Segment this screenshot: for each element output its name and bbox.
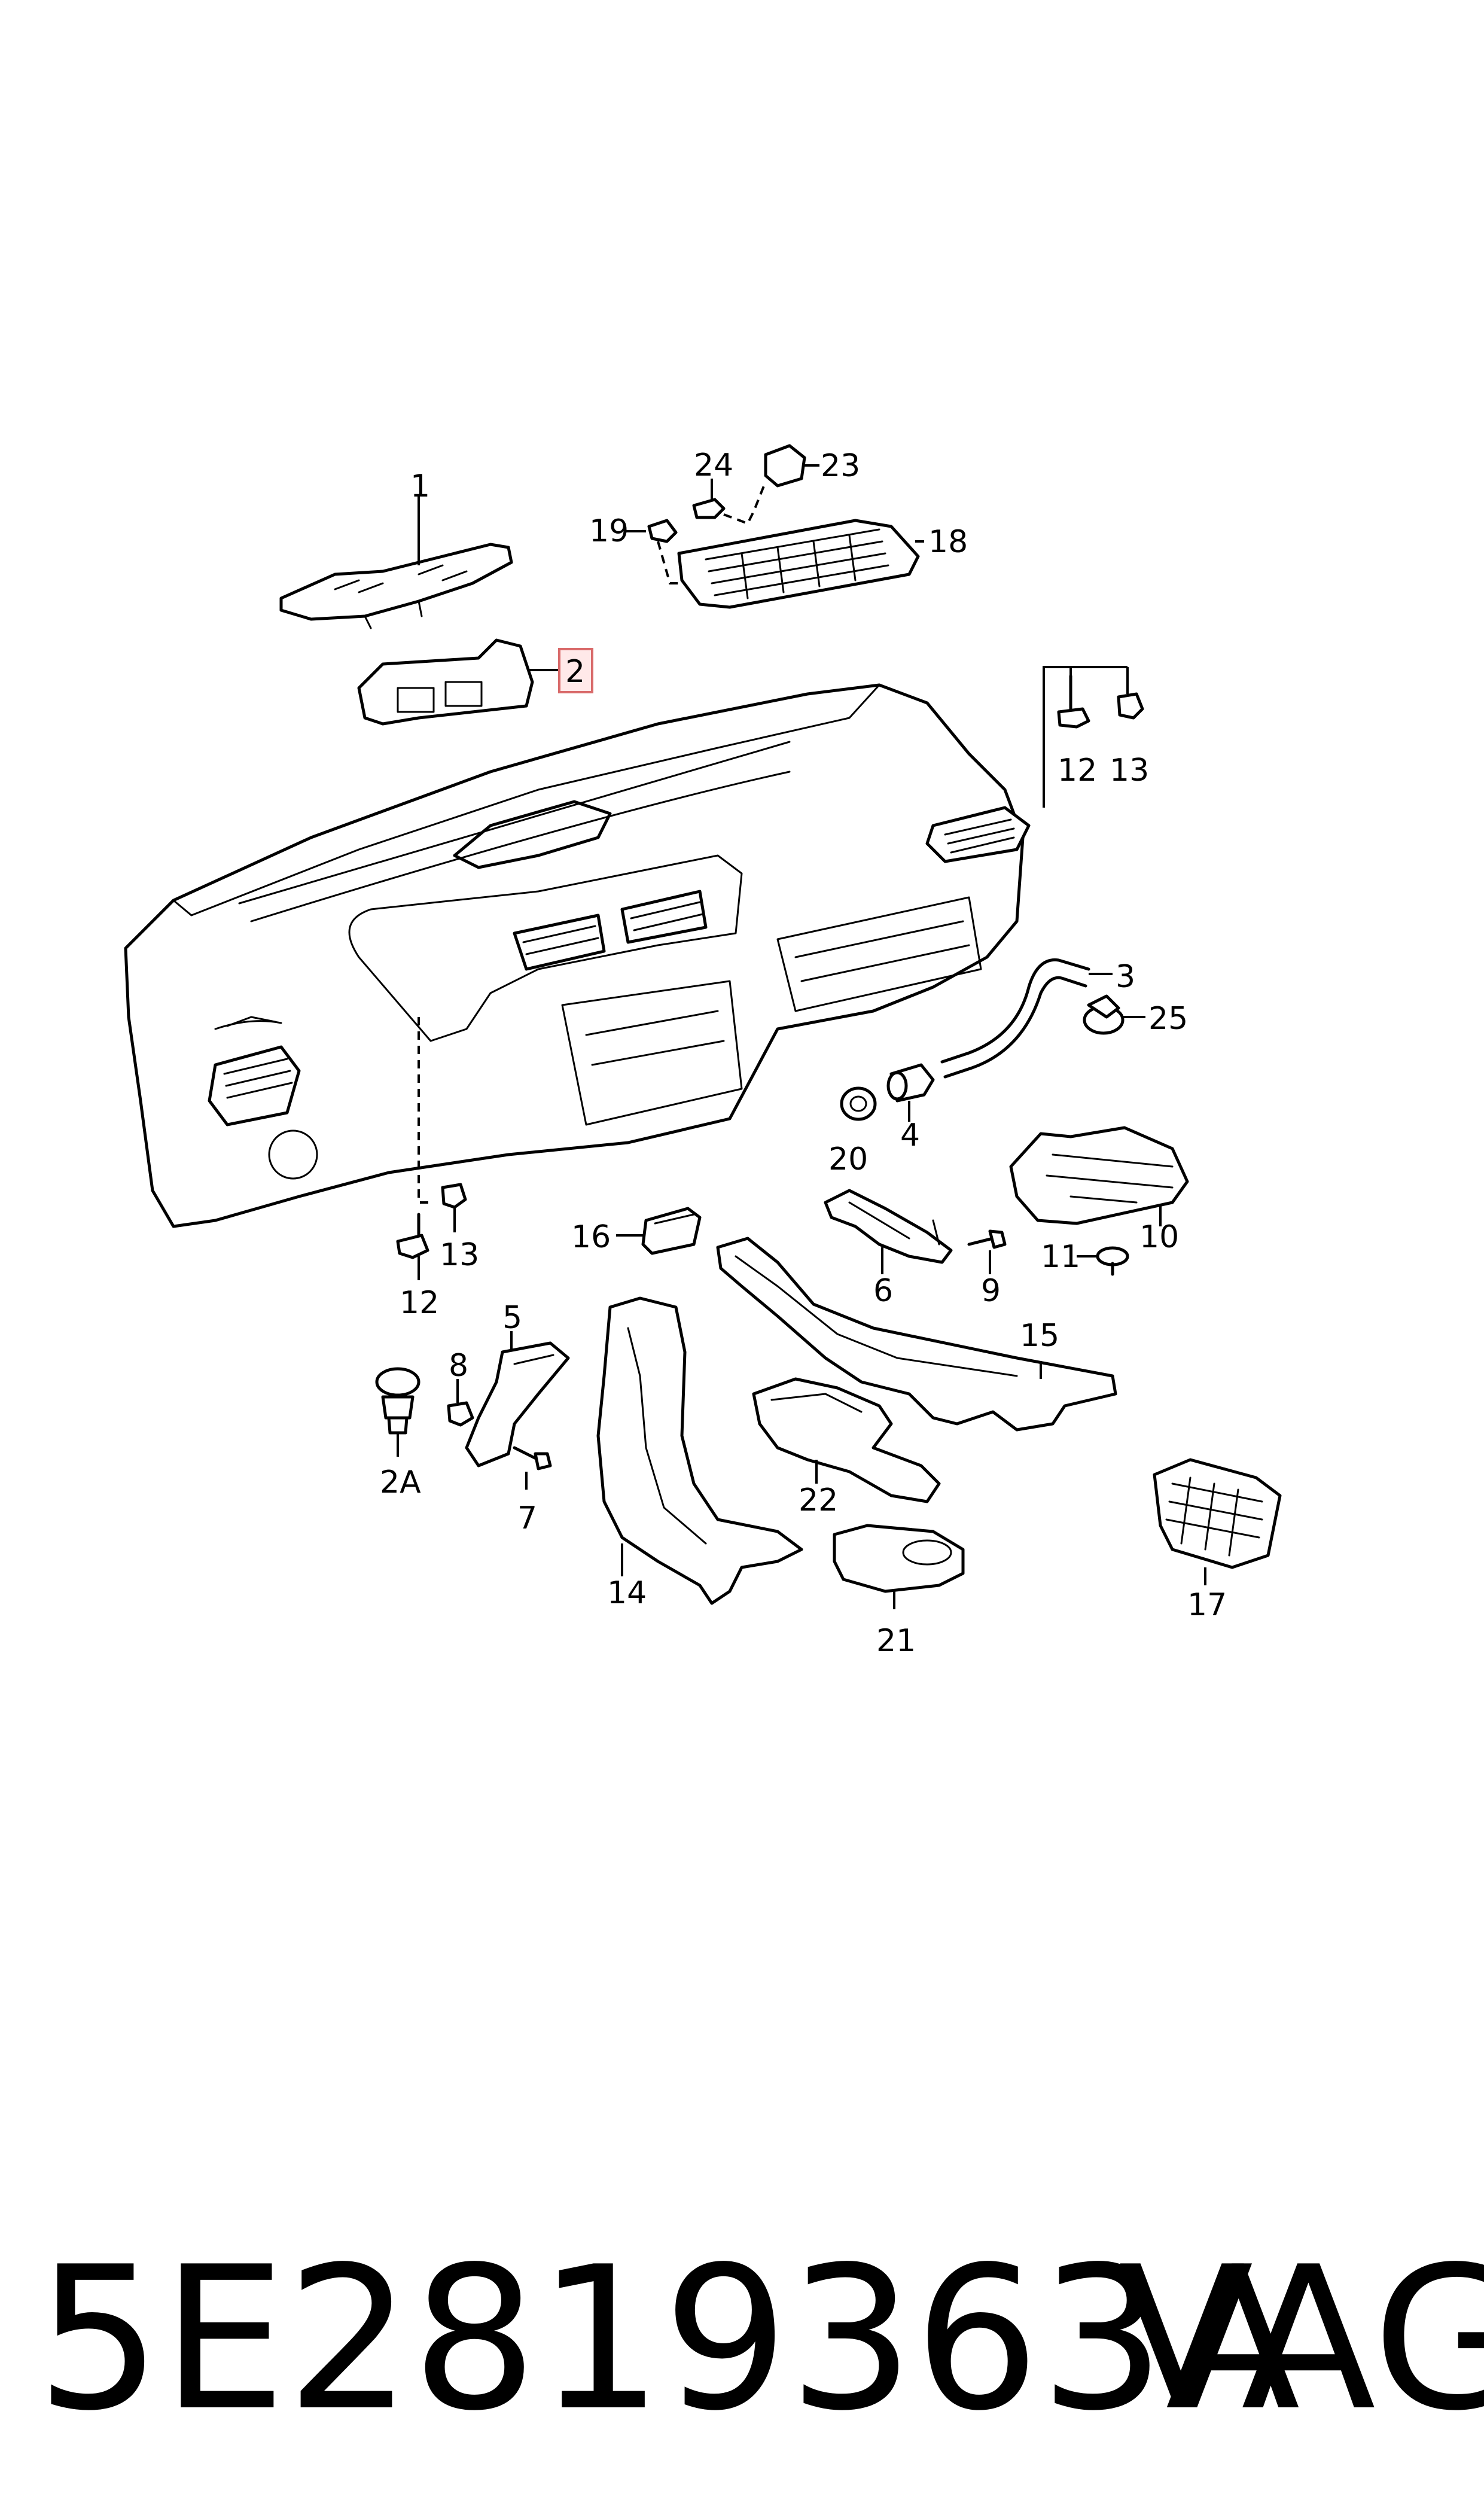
part-7-screw: [513, 1446, 552, 1470]
part-2a-clip: [375, 1367, 420, 1435]
callout-13-top: 13: [1110, 753, 1149, 788]
part-17-vent-grille: [1153, 1458, 1282, 1569]
part-10-cover-panel: [1009, 1126, 1189, 1225]
callout-20: 20: [828, 1141, 868, 1177]
part-9-screw: [967, 1229, 1007, 1249]
part-22-duct: [752, 1377, 941, 1503]
callout-1: 1: [410, 468, 430, 504]
callout-12-top: 12: [1058, 753, 1097, 788]
part-16-air-nozzle: [641, 1207, 702, 1255]
callout-19: 19: [589, 513, 629, 549]
callout-17: 17: [1187, 1587, 1227, 1623]
part-8-nut: [447, 1401, 474, 1427]
part-number-label: 5E2819363A: [36, 2224, 1300, 2454]
callout-2: 2: [565, 654, 585, 690]
part-20-ring: [840, 1086, 877, 1121]
callout-6: 6: [873, 1273, 893, 1309]
part-3-air-hose: [940, 958, 1090, 1079]
callout-8: 8: [449, 1348, 468, 1384]
part-13-bottom-nut: [441, 1183, 467, 1209]
callout-24: 24: [694, 447, 733, 483]
part-14-floor-duct: [596, 1296, 803, 1605]
part-12-top-bolt: [1057, 674, 1090, 729]
callout-5: 5: [502, 1300, 522, 1336]
callout-23: 23: [821, 448, 860, 484]
callout-9: 9: [981, 1273, 1001, 1309]
callout-15: 15: [1020, 1318, 1059, 1354]
callout-22: 22: [799, 1482, 838, 1518]
part-12-bottom-bolt: [396, 1213, 429, 1259]
callout-11: 11: [1041, 1239, 1080, 1275]
dashboard-panel: [124, 683, 1031, 1228]
callout-21: 21: [876, 1623, 916, 1659]
callout-3: 3: [1116, 959, 1135, 995]
part-2-vent-frame: [357, 638, 534, 726]
part-4-connector: [886, 1063, 935, 1103]
callout-13-bottom: 13: [440, 1237, 479, 1273]
part-6-bracket: [824, 1189, 953, 1264]
part-24-connector: [692, 498, 726, 519]
callout-14: 14: [607, 1575, 647, 1611]
part-18-defroster-grille: [677, 519, 920, 609]
callout-2a: 2A: [380, 1464, 421, 1500]
callout-16: 16: [571, 1219, 611, 1255]
part-23-sensor: [764, 444, 806, 488]
callout-4: 4: [900, 1118, 920, 1153]
part-25-grommet: [1083, 994, 1125, 1035]
brand-label: VAG: [1119, 2224, 1484, 2454]
part-19-clip: [647, 519, 678, 543]
part-5-bracket: [465, 1341, 570, 1467]
part-21-outlet-duct: [833, 1524, 965, 1593]
callout-10: 10: [1139, 1219, 1179, 1255]
part-11-clip: [1096, 1246, 1129, 1276]
part-15-air-duct: [716, 1237, 1117, 1432]
callout-7: 7: [517, 1500, 537, 1536]
callout-12-bottom: 12: [400, 1285, 439, 1321]
part-13-top-nut: [1117, 692, 1144, 720]
callout-2-highlight: [558, 648, 593, 693]
part-1-center-vent-outlet: [279, 543, 513, 629]
callout-25: 25: [1148, 1001, 1188, 1037]
callout-18: 18: [928, 524, 968, 560]
